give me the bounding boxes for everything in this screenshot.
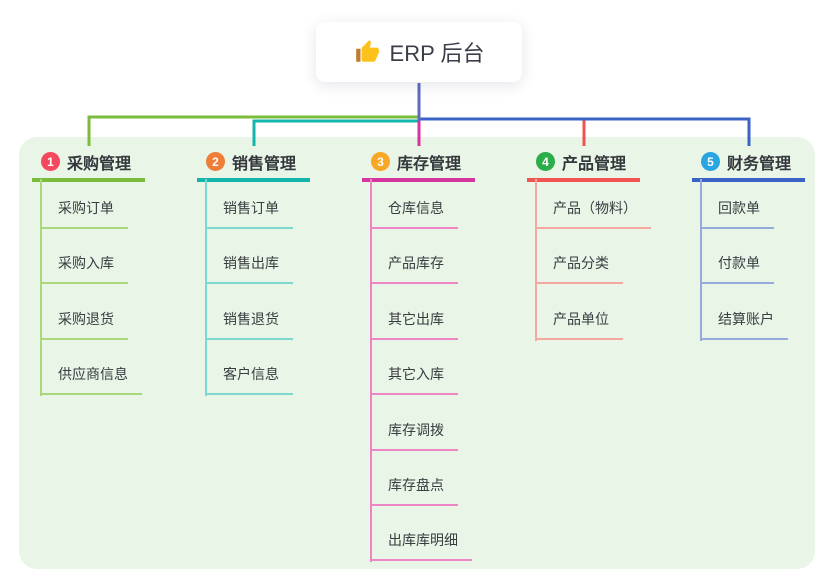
child-node[interactable]: 结算账户 <box>700 309 788 340</box>
thumbs-up-icon <box>355 40 379 62</box>
child-node[interactable]: 采购退货 <box>40 309 128 340</box>
branch-trunk-line <box>535 179 537 341</box>
child-node[interactable]: 付款单 <box>700 253 774 284</box>
branches-panel <box>19 137 815 569</box>
child-node[interactable]: 库存调拨 <box>370 420 458 451</box>
child-node[interactable]: 回款单 <box>700 198 774 229</box>
child-node[interactable]: 销售订单 <box>205 198 293 229</box>
child-node[interactable]: 销售出库 <box>205 253 293 284</box>
child-node[interactable]: 产品分类 <box>535 253 623 284</box>
child-node[interactable]: 仓库信息 <box>370 198 458 229</box>
branch-title[interactable]: 4 产品管理 <box>527 150 640 182</box>
branch-number-badge: 3 <box>371 152 390 171</box>
child-node[interactable]: 其它入库 <box>370 364 458 395</box>
child-node[interactable]: 产品单位 <box>535 309 623 340</box>
branch-number-badge: 2 <box>206 152 225 171</box>
branch-title[interactable]: 1 采购管理 <box>32 150 145 182</box>
branch-trunk-line <box>700 179 702 341</box>
child-node[interactable]: 销售退货 <box>205 309 293 340</box>
branch-number-badge: 1 <box>41 152 60 171</box>
root-node[interactable]: ERP 后台 <box>316 22 522 82</box>
branch-title[interactable]: 3 库存管理 <box>362 150 475 182</box>
branch-number-badge: 5 <box>701 152 720 171</box>
branch-trunk-line <box>205 179 207 396</box>
branch-title-label: 产品管理 <box>562 155 627 173</box>
branch-4: 4 产品管理产品（物料） 产品分类产品单位 <box>527 150 687 341</box>
branch-title-label: 库存管理 <box>397 155 462 173</box>
child-node[interactable]: 出库库明细 <box>370 530 472 561</box>
branch-1: 1 采购管理采购订单采购入库采购退货供应商信息 <box>32 150 192 396</box>
branch-5: 5 财务管理回款单付款单结算账户 <box>692 150 839 341</box>
branch-title-label: 销售管理 <box>232 155 297 173</box>
child-node[interactable]: 客户信息 <box>205 364 293 395</box>
branch-title[interactable]: 2 销售管理 <box>197 150 310 182</box>
branch-title[interactable]: 5 财务管理 <box>692 150 805 182</box>
branch-3: 3 库存管理仓库信息产品库存其它出库其它入库库存调拨库存盘点出库库明细 <box>362 150 522 562</box>
branch-number-badge: 4 <box>536 152 555 171</box>
child-node[interactable]: 产品（物料） <box>535 198 651 229</box>
child-node[interactable]: 产品库存 <box>370 253 458 284</box>
branch-title-label: 财务管理 <box>727 155 792 173</box>
branch-trunk-line <box>370 179 372 562</box>
child-node[interactable]: 供应商信息 <box>40 364 142 395</box>
child-node[interactable]: 采购入库 <box>40 253 128 284</box>
child-node[interactable]: 采购订单 <box>40 198 128 229</box>
branch-2: 2 销售管理销售订单销售出库销售退货客户信息 <box>197 150 357 396</box>
branch-title-label: 采购管理 <box>67 155 132 173</box>
branch-trunk-line <box>40 179 42 396</box>
child-node[interactable]: 库存盘点 <box>370 475 458 506</box>
root-title: ERP 后台 <box>389 41 485 66</box>
child-node[interactable]: 其它出库 <box>370 309 458 340</box>
